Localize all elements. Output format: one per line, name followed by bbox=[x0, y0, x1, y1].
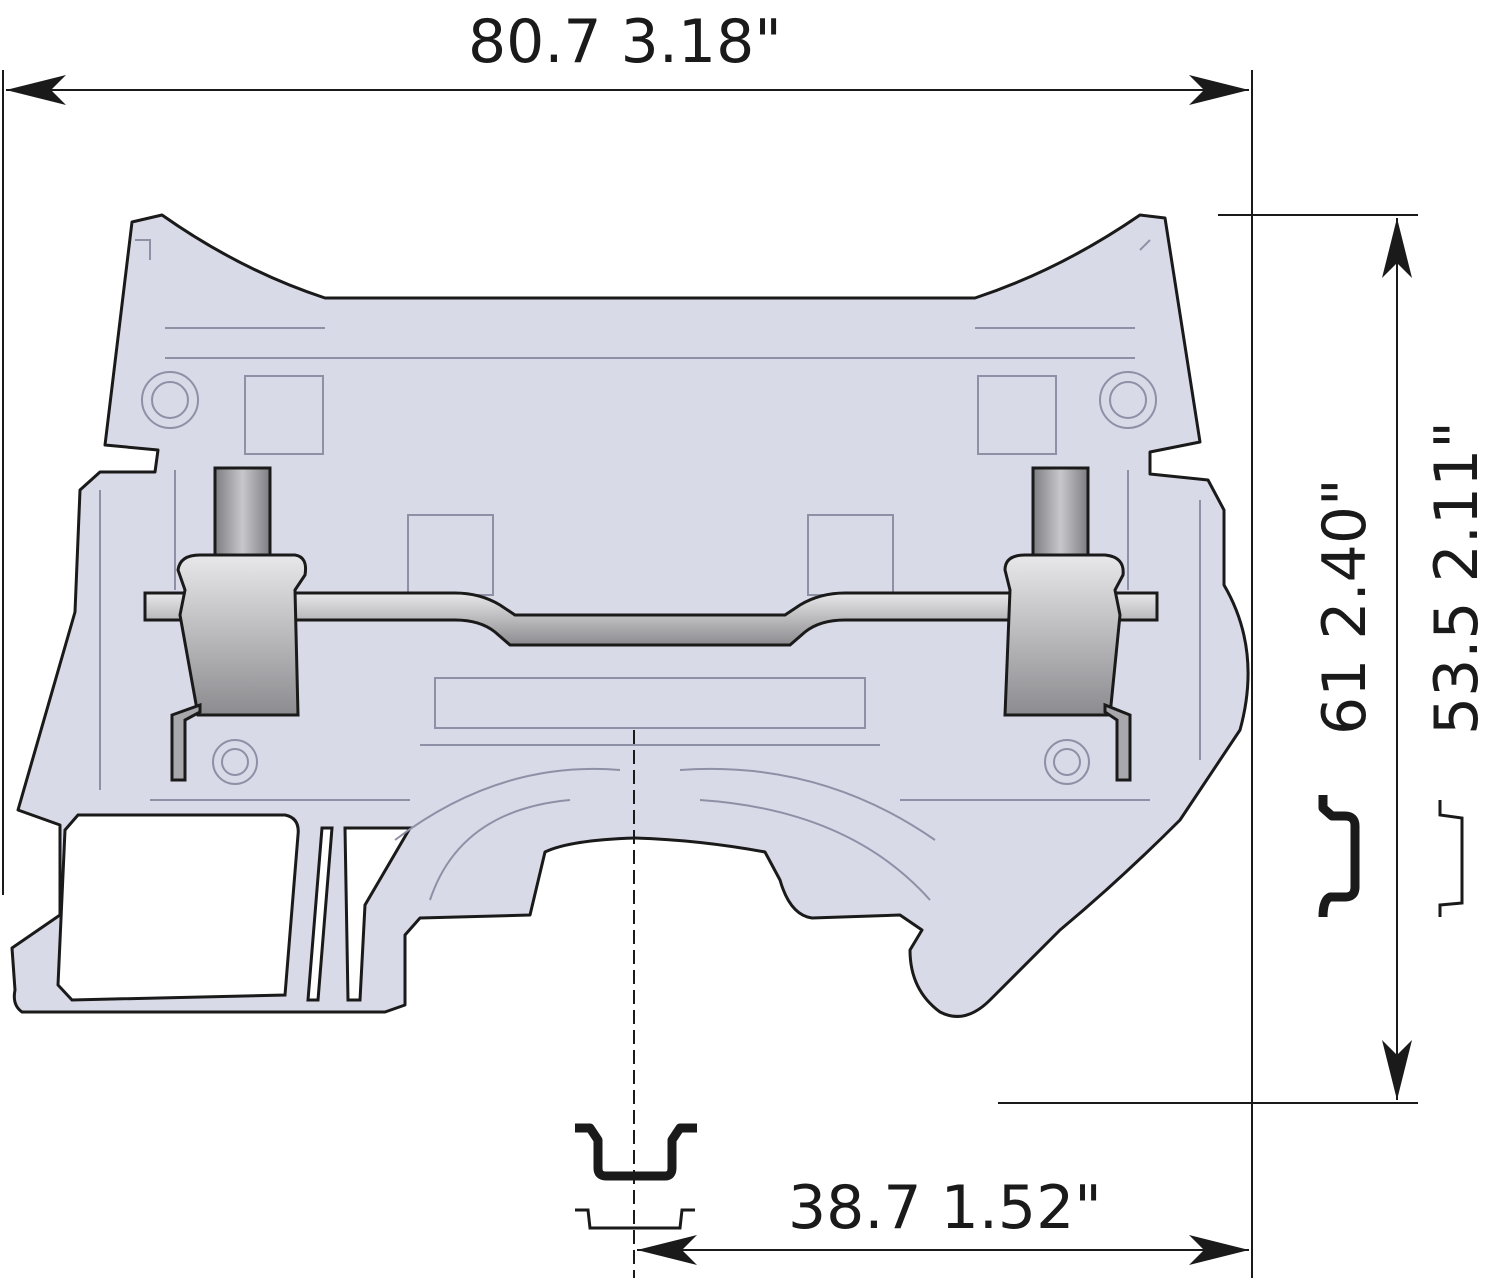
extension-lines bbox=[2, 70, 1418, 1278]
base-window bbox=[56, 813, 300, 1002]
din-rail-symbol-large-side bbox=[1318, 795, 1360, 918]
din-rail-symbol-small bbox=[575, 1208, 695, 1230]
din-rail-symbol-large bbox=[575, 1123, 697, 1181]
spring-left bbox=[170, 702, 202, 782]
latch-slot bbox=[343, 826, 413, 1002]
latch-slot bbox=[306, 826, 334, 1002]
clamp-right bbox=[1003, 553, 1125, 717]
spring-right bbox=[1103, 702, 1132, 782]
clamp-left bbox=[176, 553, 307, 717]
width-dimension-label: 80.7 3.18" bbox=[468, 7, 782, 77]
screw-right bbox=[1031, 466, 1090, 560]
inner-contours bbox=[99, 239, 1201, 901]
offset-dimension-label: 38.7 1.52" bbox=[788, 1173, 1102, 1243]
din-rail-symbol-small-side bbox=[1438, 800, 1464, 917]
busbar bbox=[143, 591, 1159, 647]
screw-left bbox=[213, 466, 272, 560]
height-rail-label: 53.5 2.11" bbox=[1422, 421, 1492, 735]
height-total-label: 61 2.40" bbox=[1310, 478, 1380, 735]
